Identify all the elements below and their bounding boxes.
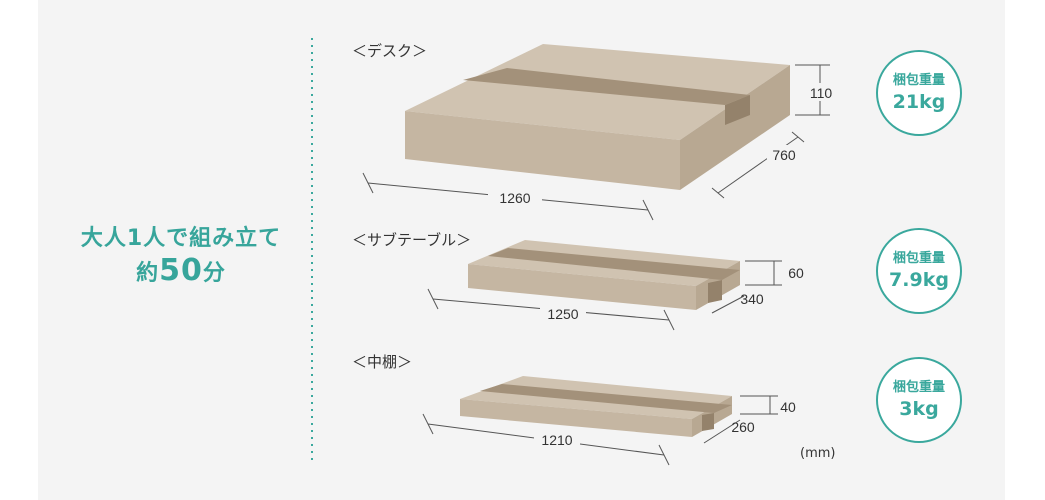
- weight-badge-shelf: 梱包重量 3kg: [876, 357, 962, 443]
- unit-label: (mm): [800, 446, 836, 461]
- weight-badge-value: 7.9kg: [889, 269, 949, 291]
- desk-tape-side: [725, 95, 750, 125]
- subtable-height-label: 60: [788, 265, 804, 281]
- section-label-shelf: ＜中棚＞: [352, 353, 413, 371]
- shelf-box: [460, 376, 732, 437]
- section-label-subtable: ＜サブテーブル＞: [352, 231, 472, 249]
- weight-badge-desk: 梱包重量 21kg: [876, 50, 962, 136]
- assembly-time-line2: 約50分: [136, 253, 226, 288]
- subtable-tape-side: [708, 280, 722, 303]
- shelf-depth-label: 260: [731, 419, 755, 435]
- assembly-time-line1: 大人1人で組み立て: [80, 226, 282, 251]
- weight-badge-title: 梱包重量: [892, 73, 945, 88]
- subtable-dimension-lines: [427, 260, 782, 331]
- subtable-tape-top: [488, 248, 740, 280]
- desk-box-side: [680, 65, 790, 190]
- shelf-box-front: [460, 399, 692, 437]
- shelf-width-label: 1210: [541, 432, 572, 448]
- desk-box-front: [405, 111, 680, 190]
- subtable-box: [468, 240, 740, 310]
- desk-depth-label: 760: [772, 147, 796, 163]
- desk-box: [405, 44, 790, 190]
- subtable-width-label: 1250: [547, 306, 578, 322]
- desk-height-label: 110: [810, 85, 833, 101]
- desk-tape-top: [463, 68, 750, 105]
- section-label-desk: ＜デスク＞: [352, 42, 428, 60]
- desk-width-label: 1260: [499, 190, 530, 206]
- weight-badge-value: 21kg: [892, 91, 946, 113]
- weight-badge-title: 梱包重量: [892, 251, 945, 266]
- subtable-depth-label: 340: [740, 291, 764, 307]
- weight-badge-title: 梱包重量: [892, 380, 945, 395]
- assembly-minutes: 50: [159, 253, 203, 288]
- shelf-height-label: 40: [780, 399, 796, 415]
- subtable-box-front: [468, 264, 696, 310]
- weight-badge-subtable: 梱包重量 7.9kg: [876, 228, 962, 314]
- shelf-tape-side: [702, 413, 714, 431]
- weight-badge-value: 3kg: [899, 398, 939, 420]
- shelf-tape-top: [480, 384, 732, 413]
